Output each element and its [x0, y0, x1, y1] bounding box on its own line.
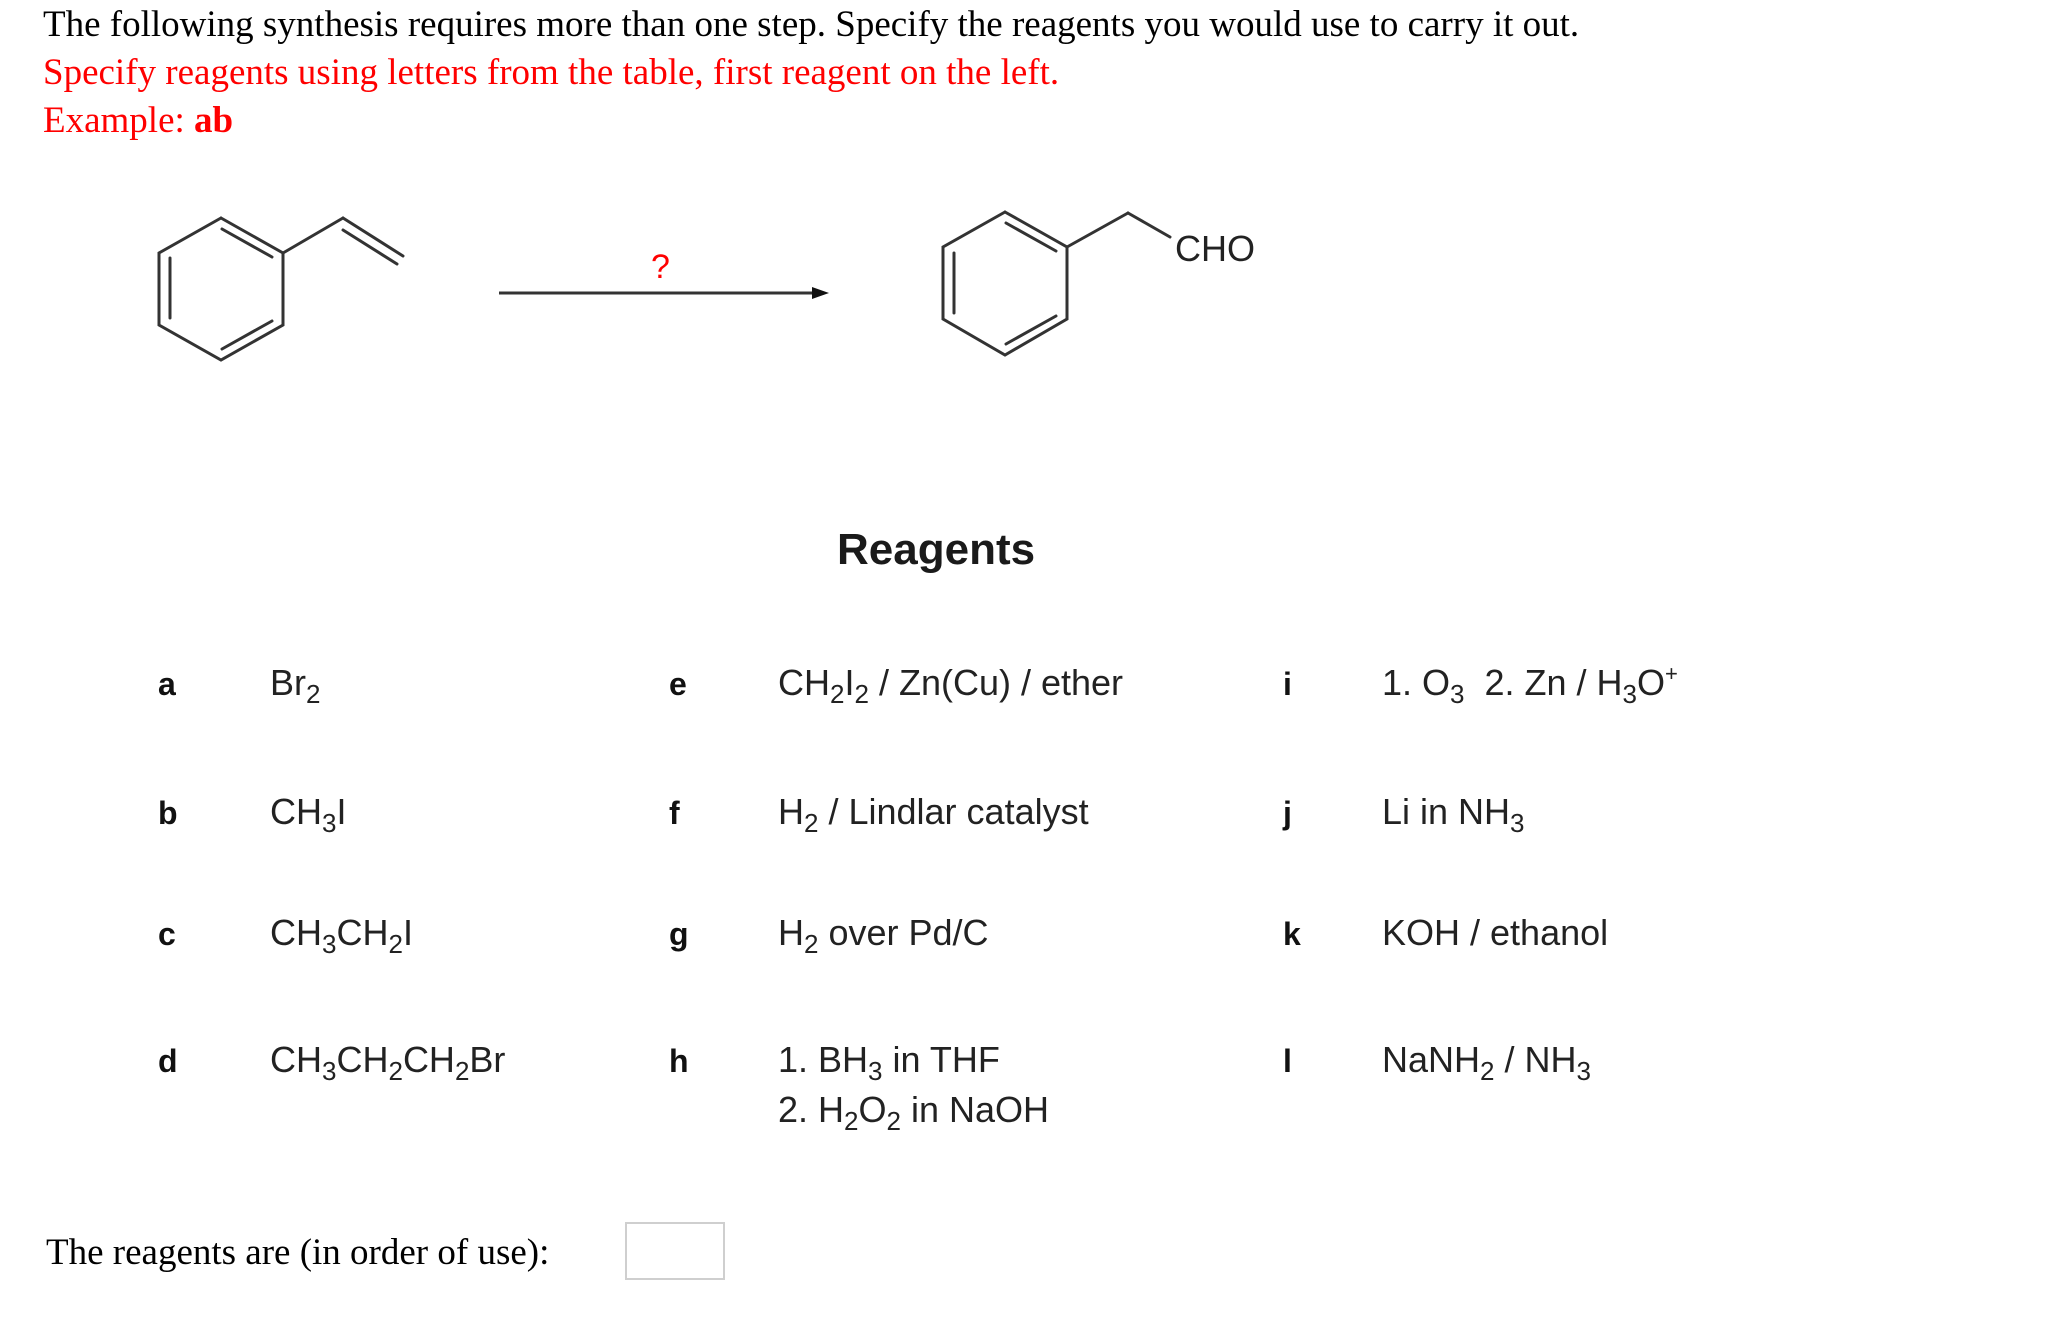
reagent-formula-e: CH2I2 / Zn(Cu) / ether: [778, 662, 1124, 708]
formula-subscript: 2: [388, 1056, 403, 1086]
formula-subscript: 3: [868, 1056, 883, 1086]
example-value: ab: [194, 100, 234, 141]
reagent-letter-a: a: [158, 666, 176, 702]
answer-label: The reagents are (in order of use):: [46, 1232, 550, 1273]
formula-text: CH: [402, 1039, 455, 1080]
arrow-label: ?: [651, 248, 670, 286]
formula-subscript: 2: [830, 679, 845, 709]
reagent-formula-a: Br2: [270, 662, 320, 708]
reagent-formula-i: 1. O3 2. Zn / H3O+: [1382, 662, 1678, 708]
formula-text: in NaOH: [900, 1089, 1050, 1130]
reagent-formula-d: CH3CH2CH2Br: [270, 1039, 506, 1085]
formula-text: KOH / ethanol: [1382, 912, 1609, 953]
formula-text: / NH: [1494, 1039, 1577, 1080]
example-label: Example:: [43, 100, 195, 141]
formula-subscript: 2: [306, 679, 321, 709]
formula-text: O: [858, 1089, 887, 1130]
formula-text: CH: [270, 791, 322, 832]
formula-text: / Lindlar catalyst: [818, 791, 1089, 832]
formula-text: 2. H: [778, 1089, 845, 1130]
formula-text: I: [402, 912, 413, 953]
reagent-formula-j: Li in NH3: [1382, 791, 1525, 837]
formula-text: 1. BH: [778, 1039, 869, 1080]
reagent-letter-k: k: [1283, 916, 1301, 952]
formula-text: I: [844, 662, 855, 703]
product-group-label: CHO: [1175, 228, 1255, 269]
formula-text: CH: [336, 912, 389, 953]
formula-text: 1. O: [1382, 662, 1451, 703]
formula-subscript: 3: [1450, 679, 1465, 709]
example-line: Example: ab: [43, 102, 233, 139]
formula-text: CH: [778, 662, 830, 703]
formula-text: / Zn(Cu) / ether: [868, 662, 1124, 703]
formula-text: I: [336, 791, 347, 832]
reagent-letter-f: f: [669, 795, 680, 831]
formula-subscript: 3: [1622, 679, 1638, 709]
reagent-formula-k: KOH / ethanol: [1382, 915, 1608, 951]
formula-subscript: 2: [454, 1056, 470, 1086]
formula-text: CH: [270, 1039, 322, 1080]
formula-text: in THF: [882, 1039, 1000, 1080]
formula-text: Br: [270, 662, 306, 703]
formula-text: H: [778, 912, 804, 953]
formula-text: H: [778, 791, 804, 832]
reagent-formula-g: H2 over Pd/C: [778, 912, 989, 958]
formula-subscript: 3: [322, 929, 337, 959]
reagent-formula-l: NaNH2 / NH3: [1382, 1039, 1591, 1085]
formula-text: Br: [469, 1039, 506, 1080]
reaction-arrow-icon: [499, 287, 829, 299]
reagent-letter-c: c: [158, 916, 176, 952]
reagent-letter-d: d: [158, 1043, 178, 1079]
formula-subscript: 3: [322, 808, 337, 838]
reagent-formula-h-line2: 2. H2O2 in NaOH: [778, 1089, 1050, 1135]
formula-text: CH: [270, 912, 322, 953]
formula-text: Li in NH: [1382, 791, 1511, 832]
reagent-formula-h: 1. BH3 in THF: [778, 1039, 1000, 1085]
reagent-letter-b: b: [158, 795, 178, 831]
answer-input[interactable]: [625, 1222, 725, 1280]
formula-subscript: 2: [804, 929, 819, 959]
formula-text: CH: [336, 1039, 389, 1080]
reagent-formula-b: CH3I: [270, 791, 347, 837]
formula-text: 2. Zn / H: [1464, 662, 1623, 703]
formula-subscript: 2: [886, 1106, 901, 1136]
reagent-letter-j: j: [1283, 795, 1292, 831]
hint-text: Specify reagents using letters from the …: [43, 52, 1060, 93]
reaction-scheme: [157, 210, 1172, 362]
formula-subscript: 3: [322, 1056, 337, 1086]
phenylacetaldehyde-structure-icon: [941, 210, 1172, 357]
reagent-letter-i: i: [1283, 666, 1292, 702]
reagent-letter-g: g: [669, 916, 689, 952]
formula-text: over Pd/C: [818, 912, 989, 953]
reagent-formula-c: CH3CH2I: [270, 912, 413, 958]
formula-subscript: 2: [388, 929, 403, 959]
formula-subscript: 2: [854, 679, 869, 709]
formula-subscript: 2: [1480, 1056, 1495, 1086]
reagent-letter-e: e: [669, 666, 687, 702]
reagent-letter-l: l: [1283, 1043, 1292, 1079]
formula-subscript: 3: [1510, 808, 1525, 838]
reagents-title: Reagents: [837, 525, 1036, 574]
styrene-structure-icon: [157, 216, 405, 362]
formula-text: NaNH: [1382, 1039, 1481, 1080]
reagent-letter-h: h: [669, 1043, 689, 1079]
formula-text: O: [1637, 662, 1666, 703]
formula-subscript: 3: [1576, 1056, 1591, 1086]
formula-subscript: 2: [804, 808, 819, 838]
formula-supscript: +: [1665, 661, 1678, 686]
formula-subscript: 2: [844, 1106, 859, 1136]
reagent-formula-f: H2 / Lindlar catalyst: [778, 791, 1089, 837]
instruction-text: The following synthesis requires more th…: [43, 4, 1580, 45]
